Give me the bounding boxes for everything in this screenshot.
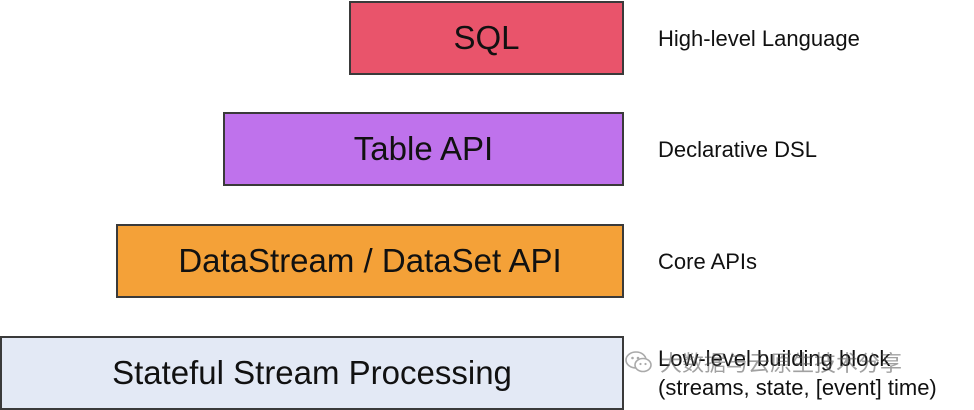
sql-layer-box: SQL <box>349 1 624 75</box>
sql-layer-label: SQL <box>453 19 520 56</box>
table-api-description: Declarative DSL <box>658 137 817 162</box>
datastream-description: Core APIs <box>658 249 758 274</box>
stateful-processing-layer-box: Stateful Stream Processing <box>0 336 624 410</box>
stateful-description-line1: Low-level building block <box>658 346 891 371</box>
stateful-description-line2: (streams, state, [event] time) <box>658 375 937 400</box>
wechat-icon <box>625 351 652 373</box>
stateful-processing-layer-label: Stateful Stream Processing <box>112 354 512 391</box>
sql-description: High-level Language <box>658 26 860 51</box>
datastream-layer-label: DataStream / DataSet API <box>178 242 562 279</box>
table-api-layer-box: Table API <box>223 112 624 186</box>
datastream-layer-box: DataStream / DataSet API <box>116 224 624 298</box>
table-api-layer-label: Table API <box>353 130 494 167</box>
